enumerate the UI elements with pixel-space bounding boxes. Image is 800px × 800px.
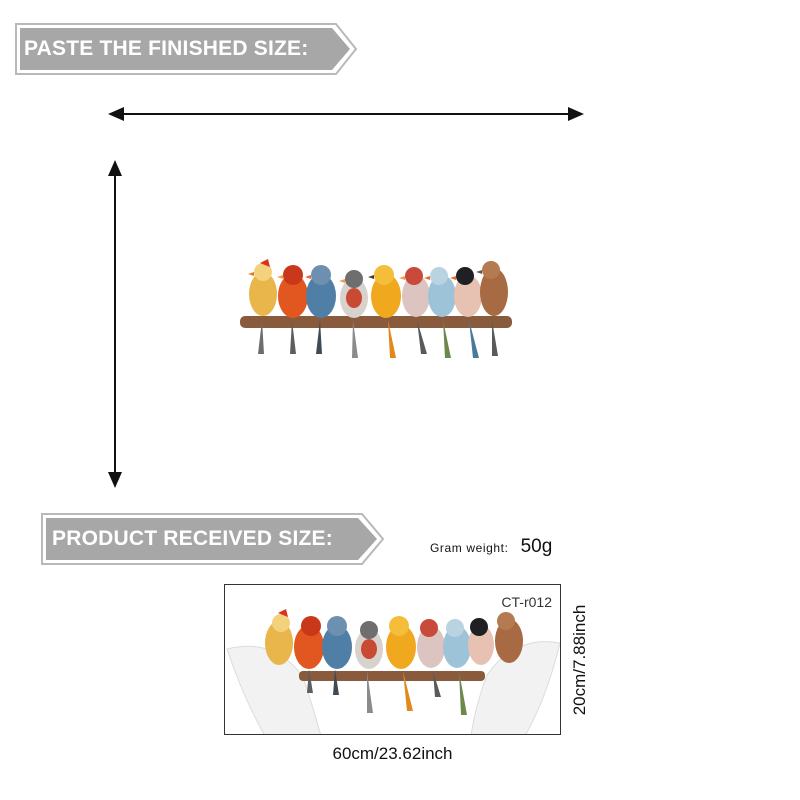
bird-9 — [476, 261, 508, 356]
banner-shape — [15, 23, 358, 75]
bird-7 — [443, 619, 471, 715]
bird-4 — [355, 621, 383, 713]
branch — [299, 671, 485, 681]
bird-5 — [368, 265, 401, 358]
product-sticker-illustration — [226, 609, 560, 734]
bird-6 — [417, 619, 445, 697]
gram-weight: Gram weight: 50g — [430, 536, 552, 558]
bird-6 — [399, 267, 430, 354]
gram-weight-value: 50g — [520, 536, 553, 557]
bird-7 — [424, 267, 456, 358]
bird-5 — [386, 616, 416, 711]
bird-3 — [322, 616, 352, 695]
bird-8 — [450, 267, 482, 358]
bird-9 — [495, 612, 523, 663]
height-dimension-label: 20cm/7.88inch — [570, 604, 589, 716]
product-received-size-banner: PRODUCT RECEIVED SIZE: — [40, 512, 385, 566]
product-received-size-label: PRODUCT RECEIVED SIZE: — [52, 527, 333, 550]
bird-2 — [277, 265, 308, 354]
product-code: CT-r012 — [501, 594, 552, 610]
paste-finished-size-label: PASTE THE FINISHED SIZE: — [24, 37, 309, 60]
width-dimension: 60cm/23.62inch — [332, 744, 453, 763]
product-sheet-preview: CT-r012 — [224, 584, 561, 735]
bird-8 — [468, 618, 494, 665]
bird-3 — [305, 265, 336, 354]
gram-weight-label: Gram weight: — [430, 541, 509, 555]
horizontal-arrow-icon — [108, 107, 584, 121]
paste-finished-size-banner: PASTE THE FINISHED SIZE: — [14, 22, 358, 76]
bird-1 — [265, 609, 293, 665]
bird-1 — [248, 259, 277, 354]
bird-2 — [294, 616, 324, 693]
vertical-arrow-icon — [108, 160, 122, 488]
banner-shape — [41, 513, 385, 565]
birds-on-branch-illustration — [240, 259, 512, 358]
branch — [240, 316, 512, 328]
bird-4 — [339, 270, 368, 358]
